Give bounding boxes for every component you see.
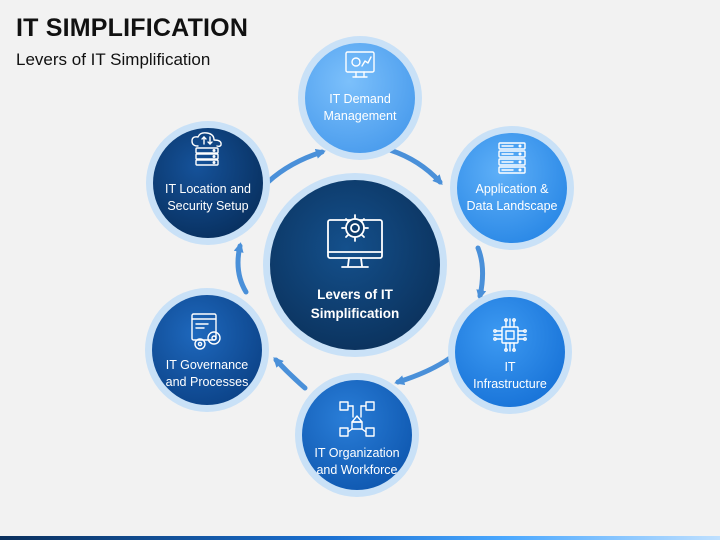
lever-circle-application [457,133,567,243]
cloud-server-icon [191,132,222,166]
lever-circle-demand [305,43,415,153]
lever-circle-location [153,128,263,238]
page-title: IT SIMPLIFICATION [16,14,249,42]
arrow-application-to-infrastructure [475,245,487,300]
arrow-demand-to-application [387,147,443,185]
arrow-location-to-demand [265,149,326,185]
bottom-accent-bar [0,536,720,540]
arrow-governance-to-location [233,242,249,295]
lever-label-application: Application &Data Landscape [466,182,558,213]
lever-circle-governance [152,295,262,405]
circuit-chip-icon [493,318,527,352]
flow-arrows [233,147,487,391]
lever-circle-organization [302,380,412,490]
lever-circle-infrastructure [455,297,565,407]
document-gears-icon [191,313,221,350]
server-stack-icon [498,142,526,174]
arrow-organization-to-governance [273,357,308,391]
monitor-chart-icon [345,51,375,78]
monitor-gear-icon [327,214,383,268]
arrow-infrastructure-to-organization [394,355,453,385]
page-subtitle: Levers of IT Simplification [16,50,211,69]
center-circle [270,180,440,350]
org-network-icon [339,401,375,437]
